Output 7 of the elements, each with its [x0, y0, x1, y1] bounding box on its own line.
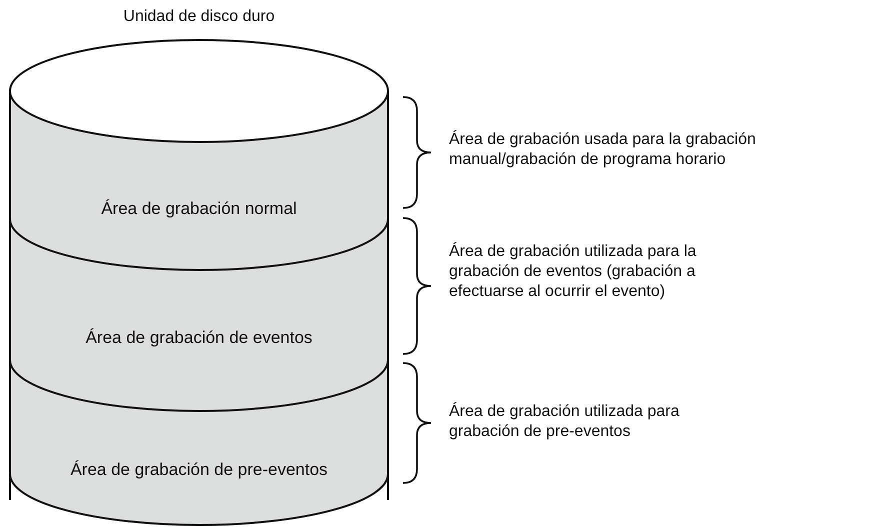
- area-label: Área de grabación de pre-eventos: [70, 459, 328, 481]
- area-description: Área de grabación utilizada para grabación de pre-eventos: [449, 402, 680, 442]
- drive-title: Unidad de disco duro: [123, 7, 275, 27]
- area-label: Área de grabación normal: [101, 198, 297, 220]
- area-label: Área de grabación de eventos: [86, 327, 312, 349]
- area-description: Área de grabación usada para la grabación manual/grabación de programa horario: [449, 130, 757, 170]
- area-description: Área de grabación utilizada para la grabación de eventos (grabación a efectuarse al ocurrir el evento): [449, 242, 698, 302]
